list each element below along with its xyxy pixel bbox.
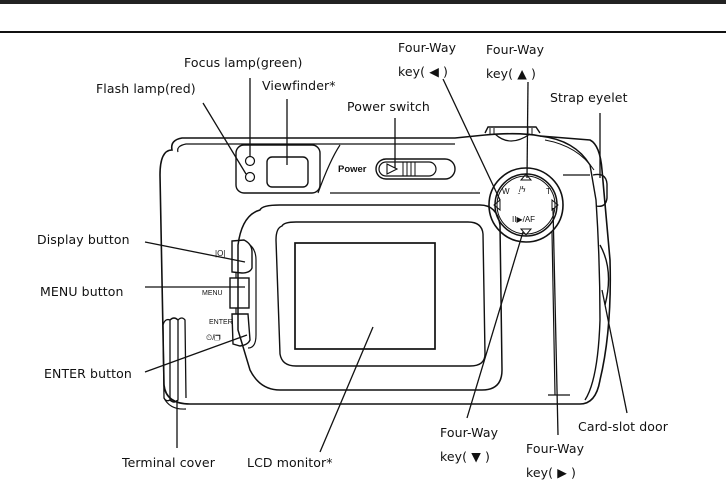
display-symbol-marking: |O| — [215, 249, 225, 258]
up-symbol-marking: ̱/ϟ — [517, 185, 526, 194]
menu-marking: MENU — [202, 290, 223, 297]
label-menu-button: MENU button — [40, 283, 124, 300]
terminal-cover — [163, 320, 170, 401]
label-lcd-monitor: LCD monitor* — [247, 454, 333, 471]
label-card-slot-door: Card-slot door — [578, 418, 668, 435]
enter-sub-marking: ⏲/❐ — [206, 333, 221, 342]
label-display-button: Display button — [37, 231, 130, 248]
leader-four-way-down — [467, 232, 523, 418]
leader-display-button — [145, 242, 245, 262]
label-power-switch: Power switch — [347, 98, 430, 115]
label-four-way-left-line2: key( ◀ ) — [398, 60, 456, 84]
tele-marking: T — [546, 187, 551, 196]
label-enter-button: ENTER button — [44, 365, 132, 382]
label-terminal-cover: Terminal cover — [122, 454, 215, 471]
label-four-way-right: Four-Way key( ▶ ) — [526, 437, 584, 485]
display-button-shape — [232, 240, 252, 273]
label-four-way-right-line2: key( ▶ ) — [526, 461, 584, 485]
flash-lamp — [246, 173, 255, 182]
menu-button-shape — [230, 278, 249, 308]
label-flash-lamp: Flash lamp(red) — [96, 80, 196, 97]
card-slot-door — [600, 245, 609, 305]
label-four-way-left-line1: Four-Way — [398, 36, 456, 60]
label-strap-eyelet: Strap eyelet — [550, 89, 628, 106]
label-four-way-up: Four-Way key( ▲ ) — [486, 38, 544, 86]
label-four-way-down: Four-Way key( ▼ ) — [440, 421, 498, 469]
label-four-way-left: Four-Way key( ◀ ) — [398, 36, 456, 84]
wide-marking: W — [502, 187, 510, 196]
leader-four-way-up — [527, 82, 528, 178]
label-focus-lamp: Focus lamp(green) — [184, 54, 302, 71]
label-four-way-down-line1: Four-Way — [440, 421, 498, 445]
label-four-way-up-line2: key( ▲ ) — [486, 62, 544, 86]
enter-marking: ENTER — [209, 319, 233, 326]
down-symbol-marking: II▶/AF — [512, 215, 535, 224]
label-four-way-down-line2: key( ▼ ) — [440, 445, 498, 469]
label-viewfinder: Viewfinder* — [262, 77, 336, 94]
label-four-way-right-line1: Four-Way — [526, 437, 584, 461]
leader-four-way-left — [443, 79, 500, 200]
power-marking: Power — [338, 164, 367, 175]
label-four-way-up-line1: Four-Way — [486, 38, 544, 62]
lcd-screen — [295, 243, 435, 349]
camera-body — [160, 134, 610, 404]
leader-enter-button — [145, 335, 247, 372]
focus-lamp — [246, 157, 255, 166]
